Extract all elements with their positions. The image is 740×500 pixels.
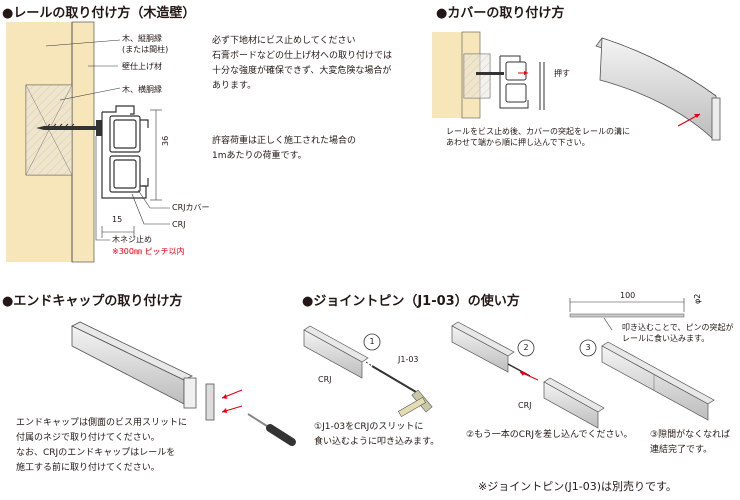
pin-diameter-dimension: φ2 bbox=[693, 293, 702, 304]
step-3-caption: ③隙間がなくなれば 連結完了です。 bbox=[650, 428, 730, 458]
section-heading-cover: ●カバーの取り付け方 bbox=[436, 6, 565, 21]
hammer-icon bbox=[397, 389, 433, 418]
pin-note-line: レールに食い込みます。 bbox=[622, 334, 710, 343]
step-3-caption-line: 連結完了です。 bbox=[650, 445, 713, 455]
pin-note: 叩き込むことで、ピンの突起が レールに食い込みます。 bbox=[622, 322, 733, 344]
end-cap-caption-line: 施工する前に取り付けてください。 bbox=[16, 463, 160, 473]
dimension-width: 15 bbox=[112, 215, 123, 224]
wood-screw-icon bbox=[36, 120, 102, 136]
dimension-lines bbox=[101, 109, 162, 238]
label-j1-03: J1-03 bbox=[398, 355, 419, 364]
cover-caption: レールをビス止め後、カバーの突起をレールの溝に あわせて端から順に押し込んで下さ… bbox=[446, 126, 630, 148]
footer-note: ※ジョイントピン(J1-03)は別売りです。 bbox=[478, 480, 677, 493]
end-cap-drawing bbox=[71, 321, 296, 446]
leader-lines bbox=[45, 39, 170, 241]
load-note-line: 1mあたりの荷重です。 bbox=[212, 151, 307, 161]
wall-section-drawing bbox=[6, 21, 170, 263]
label-push: 押す bbox=[554, 69, 570, 78]
joint-pin-drawing bbox=[303, 298, 715, 429]
step-3-caption-line: ③隙間がなくなれば bbox=[650, 430, 731, 440]
end-cap bbox=[205, 383, 215, 421]
pin-note-line: 叩き込むことで、ピンの突起が bbox=[622, 323, 734, 332]
load-note: 許容荷重は正しく施工された場合の 1mあたりの荷重です。 bbox=[212, 134, 356, 164]
pin-length-dimension: 100 bbox=[620, 291, 636, 300]
label-vertical-furring: 木、縦胴縁 bbox=[122, 34, 162, 43]
cover-caption-line: レールをビス止め後、カバーの突起をレールの溝に bbox=[446, 127, 630, 136]
step-1-caption-line: 食い込むように叩き込みます。 bbox=[314, 437, 440, 447]
step-1-caption: ①J1-03をCRJのスリットに 食い込むように叩き込みます。 bbox=[314, 420, 439, 450]
safety-note-line: 石膏ボードなどの仕上げ材への取り付けでは bbox=[212, 51, 393, 61]
safety-note-line: 必ず下地材にビス止めしてください bbox=[212, 36, 356, 46]
step-1-caption-line: ①J1-03をCRJのスリットに bbox=[314, 422, 424, 432]
step-2-number: 2 bbox=[523, 343, 529, 352]
end-cap-caption-line: 付属のネジで取り付けてください。 bbox=[16, 433, 160, 443]
end-cap-caption-line: エンドキャップは側面のビス用スリットに bbox=[16, 418, 188, 428]
label-crj-step1: CRJ bbox=[318, 375, 332, 384]
label-wood-screw: 木ネジ止め bbox=[112, 235, 152, 244]
wall-finish-board bbox=[71, 21, 95, 263]
cover-install-drawing bbox=[432, 31, 721, 141]
safety-note-line: 十分な強度が確保できず、大変危険な場合が bbox=[212, 66, 392, 76]
section-heading-joint-pin: ●ジョイントピン（J1-03）の使い方 bbox=[302, 294, 520, 309]
joint-pin bbox=[569, 313, 685, 318]
label-crj-cover: CRJカバー bbox=[172, 203, 210, 212]
screwdriver-icon bbox=[247, 413, 296, 446]
safety-note: 必ず下地材にビス止めしてください 石膏ボードなどの仕上げ材への取り付けでは 十分… bbox=[212, 34, 392, 94]
end-cap-caption: エンドキャップは側面のビス用スリットに 付属のネジで取り付けてください。 なお、… bbox=[16, 416, 187, 476]
label-wall-finish: 壁仕上げ材 bbox=[122, 62, 162, 71]
step-1-number: 1 bbox=[369, 337, 375, 346]
label-crj-step2: CRJ bbox=[518, 401, 532, 410]
section-heading-rail-wood-wall: ●レールの取り付け方（木造壁） bbox=[2, 6, 196, 21]
safety-note-line: あります。 bbox=[212, 81, 257, 91]
dimension-height: 36 bbox=[161, 135, 170, 146]
label-horizontal-furring: 木、横胴縁 bbox=[122, 85, 162, 94]
step-2-caption: ②もう一本のCRJを差し込んでください。 bbox=[466, 430, 633, 440]
step-3-number: 3 bbox=[585, 343, 591, 352]
label-pitch-note: ※300㎜ ピッチ以内 bbox=[112, 247, 185, 256]
rail-profile bbox=[101, 105, 149, 199]
label-or-stud: (または間柱) bbox=[122, 45, 169, 54]
label-crj: CRJ bbox=[172, 220, 186, 229]
load-note-line: 許容荷重は正しく施工された場合の bbox=[212, 136, 357, 146]
end-cap-caption-line: なお、CRJのエンドキャップはレールを bbox=[16, 448, 176, 458]
cover-caption-line: あわせて端から順に押し込んで下さい。 bbox=[446, 138, 590, 147]
section-heading-end-cap: ●エンドキャップの取り付け方 bbox=[2, 294, 183, 309]
